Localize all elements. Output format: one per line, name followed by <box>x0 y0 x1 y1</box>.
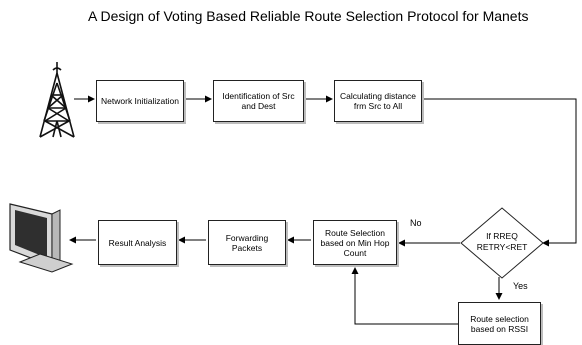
diagram-title: A Design of Voting Based Reliable Route … <box>88 8 529 24</box>
decision-text-line2: RETRY<RET <box>477 242 528 252</box>
calculating-distance-box: Calculating distance frm Src to All <box>334 80 422 122</box>
computer-monitor-icon <box>9 203 74 273</box>
decision-text-line1: If RREQ <box>486 231 518 241</box>
radio-tower-icon <box>39 62 75 138</box>
edge-label-yes: Yes <box>513 281 528 291</box>
identification-box: Identification of Src and Dest <box>213 80 304 122</box>
decision-diamond: If RREQ RETRY<RET <box>460 207 544 279</box>
edge-label-no: No <box>410 218 422 228</box>
route-selection-rssi-box: Route selection based on RSSI <box>458 302 541 345</box>
forwarding-packets-box: Forwarding Packets <box>208 220 286 265</box>
route-selection-min-hop-box: Route Selection based on Min Hop Count <box>313 220 397 265</box>
result-analysis-box: Result Analysis <box>98 220 177 265</box>
network-initialization-box: Network Initialization <box>96 80 184 122</box>
